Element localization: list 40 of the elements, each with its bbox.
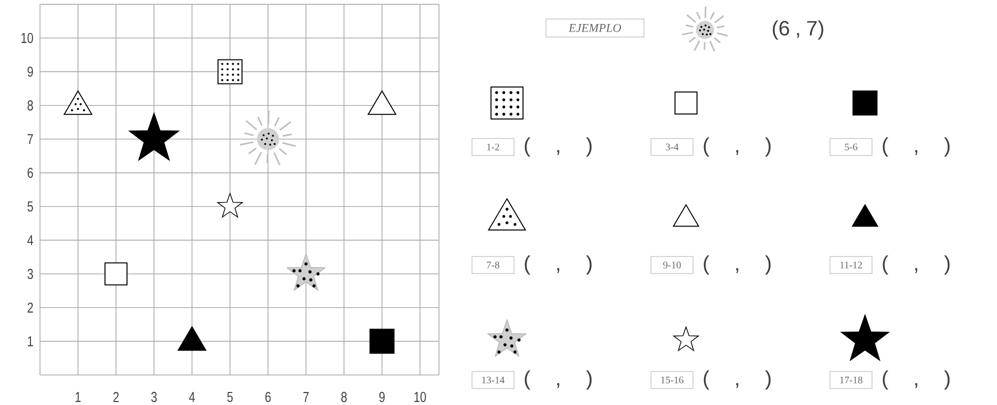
tick-label: 3 — [28, 268, 33, 279]
tick-label: 4 — [27, 235, 34, 246]
question-number: 13-14 — [472, 371, 514, 389]
answer-blank: ( , ) — [524, 137, 592, 157]
tick-label: 8 — [341, 392, 347, 402]
tick-label: 10 — [414, 392, 426, 402]
tick-label: 7 — [28, 134, 33, 144]
tick-label: 6 — [28, 168, 33, 178]
tick-label: 5 — [28, 201, 33, 212]
question-number: 5-6 — [830, 138, 872, 156]
tick-label: 1 — [76, 392, 81, 402]
question-number: 3-4 — [650, 138, 694, 156]
example-answer: (6 , 7) — [772, 20, 824, 40]
answer-blank: ( , ) — [882, 255, 950, 275]
tick-label: 9 — [28, 66, 33, 77]
tick-label: 10 — [22, 32, 34, 44]
tick-label: 5 — [227, 392, 233, 402]
answer-blank: ( , ) — [524, 255, 592, 275]
tick-label: 1 — [28, 336, 33, 346]
tick-label: 7 — [303, 392, 309, 402]
tick-label: 3 — [151, 392, 157, 402]
question-number: 15-16 — [650, 371, 694, 389]
question-number: 11-12 — [830, 256, 872, 274]
answer-blank: ( , ) — [704, 370, 771, 390]
answer-blank: ( , ) — [704, 137, 771, 157]
tick-label: 2 — [113, 392, 119, 402]
question-number: 7-8 — [472, 256, 514, 274]
question-number: 9-10 — [650, 256, 694, 274]
tick-label: 2 — [28, 302, 33, 313]
answer-blank: ( , ) — [882, 370, 950, 390]
question-number: 1-2 — [472, 138, 514, 156]
question-number: 17-18 — [830, 371, 872, 389]
example-label: EJEMPLO — [546, 18, 644, 38]
tick-label: 9 — [379, 392, 385, 402]
answer-blank: ( , ) — [882, 137, 950, 157]
answer-blank: ( , ) — [524, 370, 592, 390]
tick-label: 4 — [189, 392, 195, 402]
answer-blank: ( , ) — [704, 255, 771, 275]
tick-label: 6 — [265, 392, 271, 402]
tick-label: 8 — [28, 100, 33, 110]
